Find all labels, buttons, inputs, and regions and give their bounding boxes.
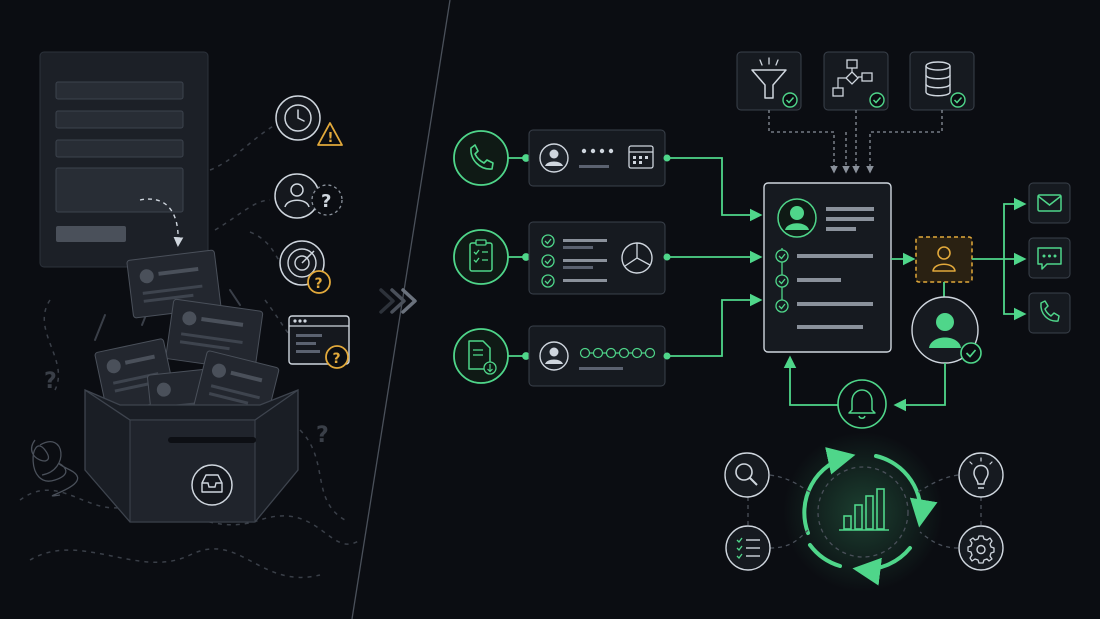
inbox-icon [191,464,233,506]
question-mark-faint: ? [44,369,57,394]
channel-connectors [508,154,530,360]
organized-side [453,51,1071,592]
lead-capture-card-form [528,221,671,295]
double-chevron-right-icon [379,288,417,314]
tool-connectors [768,110,943,174]
database-check-icon [909,51,975,111]
user-question-icon: ? [274,173,343,219]
form-field [55,110,184,129]
form-textarea [55,167,184,213]
scribble-mark [31,439,79,497]
gear-icon [958,525,1004,571]
svg-text:?: ? [315,276,323,292]
divider-line [351,0,451,619]
clock-warning-icon: ! [275,95,343,146]
bar-chart-icon [839,488,889,531]
form-field [55,81,184,100]
target-question-icon: ? [279,240,331,294]
pie-chart-icon [621,242,653,274]
phone-icon [1028,292,1071,334]
card-to-record-connectors [670,157,763,357]
lead-card [126,249,222,319]
envelope-icon [1028,182,1071,224]
flowchart-check-icon [823,51,889,111]
cycle-connectors [747,474,982,549]
person-icon [915,236,973,283]
document-download-icon [453,328,509,384]
analytics-cycle [783,432,943,592]
form-submit-button [56,226,126,242]
chat-bubble-icon [1028,237,1071,279]
dashed-trails [19,124,361,579]
lead-capture-card-document [528,325,671,387]
question-mark-faint: ? [316,423,329,448]
svg-text:!: ! [328,131,334,146]
calendar-icon [628,145,654,169]
user-check-icon [911,296,982,364]
list-check-icon [725,525,771,571]
lead-inbox-box [84,389,299,523]
chaotic-side: ? ? [19,51,361,579]
lead-card [165,298,264,372]
funnel-check-icon [736,51,802,111]
magnifier-icon [724,452,770,498]
feedback-loop-connectors [783,355,946,412]
phone-icon [453,130,509,186]
lead-capture-card-call [528,129,671,187]
profile-record-icon [763,182,892,353]
form-field [55,139,184,158]
lightbulb-icon [958,452,1004,498]
browser-question-icon: ? [288,315,350,369]
owner-to-channels-connectors [943,197,1027,321]
svg-text:?: ? [333,351,341,367]
bell-icon [837,379,887,429]
clipboard-checklist-icon [453,229,509,285]
paper-form [39,51,209,268]
svg-text:?: ? [321,191,331,212]
